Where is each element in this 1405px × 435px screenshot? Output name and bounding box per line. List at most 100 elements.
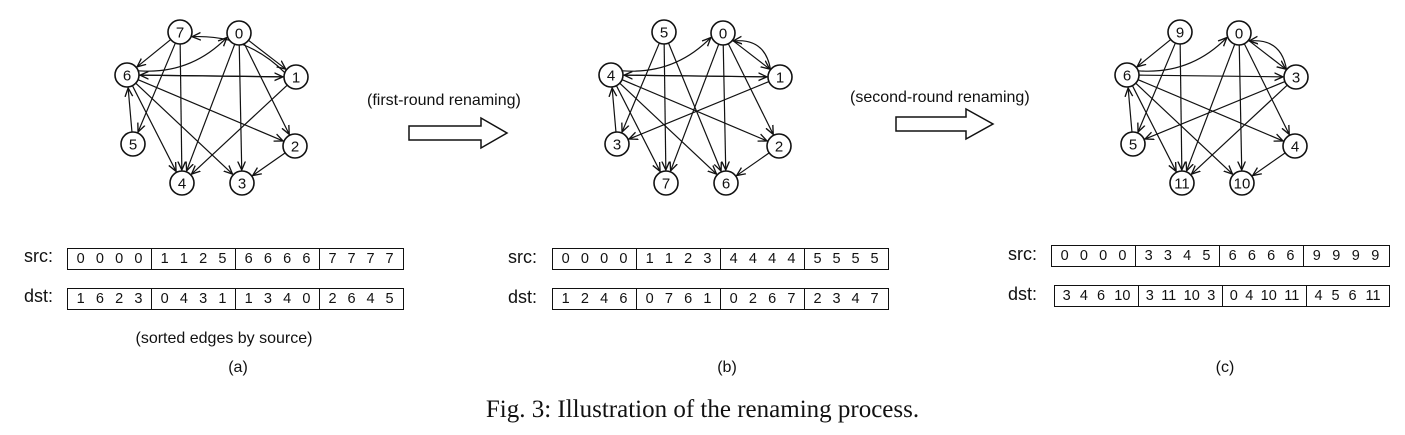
graph-edge (1137, 79, 1283, 141)
graph-node-label: 5 (1129, 137, 1137, 154)
graph-node-label: 6 (123, 68, 131, 85)
graph-edge (612, 88, 616, 133)
panel-label-a: (a) (228, 359, 248, 376)
graph-node: 6 (1114, 62, 1140, 88)
graph-edge (135, 82, 233, 174)
graph-edge (239, 44, 242, 170)
graph-edge (1128, 88, 1132, 133)
graph-node-label: 6 (722, 176, 730, 193)
graph-edge (192, 84, 288, 174)
graph-edge (622, 38, 711, 72)
first-round-label: (first-round renaming) (367, 92, 521, 109)
src-label-b: src: (508, 247, 537, 267)
graph-edge (1138, 38, 1227, 72)
graph-edge (1192, 84, 1288, 174)
graph-node-label: 3 (1292, 70, 1300, 87)
graph-edge (615, 85, 660, 172)
graph-edge (723, 44, 726, 170)
graph-a: 7 0 6 1 5 2 4 3 (114, 19, 309, 196)
graph-edge (664, 43, 666, 170)
graph-edge (1249, 41, 1288, 70)
graph-node-label: 7 (662, 176, 670, 193)
graph-node: 2 (766, 133, 792, 159)
graph-edge (187, 44, 236, 171)
graph-node: 1 (283, 64, 309, 90)
graph-edge (732, 39, 769, 69)
graph-node: 9 (1167, 19, 1193, 45)
graph-edge (629, 81, 770, 139)
graph-node: 11 (1169, 170, 1195, 196)
graph-node-label: 3 (238, 176, 246, 193)
graph-node: 6 (713, 170, 739, 196)
graph-node: 4 (1282, 133, 1308, 159)
graph-node-label: 0 (1235, 26, 1243, 43)
graph-edge (138, 38, 227, 72)
graph-edge (128, 88, 132, 133)
src-label-c: src: (1008, 244, 1037, 264)
graph-node-label: 7 (176, 25, 184, 42)
graph-node-label: 2 (775, 139, 783, 156)
graph-edge (671, 44, 720, 171)
graph-edge (243, 43, 289, 135)
graph-edge (1131, 85, 1176, 172)
graph-node: 1 (767, 64, 793, 90)
graph-edge (737, 152, 770, 176)
graph-node: 4 (598, 62, 624, 88)
graph-edge (733, 41, 772, 70)
graph-edge (1239, 44, 1242, 170)
src-label-a: src: (24, 246, 53, 266)
graph-edge (131, 85, 176, 172)
graph-edge (621, 79, 767, 141)
graph-node-label: 1 (292, 70, 300, 87)
graph-node: 0 (1226, 20, 1252, 46)
panel-label-c: (c) (1215, 359, 1235, 376)
graph-node-label: 11 (1174, 176, 1190, 193)
graph-edge (1145, 81, 1286, 139)
graph-node: 5 (120, 131, 146, 157)
graph-node: 0 (710, 20, 736, 46)
graph-node: 0 (226, 20, 252, 46)
dst-label-c: dst: (1008, 284, 1038, 304)
graph-node-label: 4 (178, 176, 186, 193)
graph-edge (1180, 43, 1182, 170)
renaming-arrow-1 (408, 116, 509, 150)
dst-label-a: dst: (24, 286, 54, 306)
second-round-label: (second-round renaming) (850, 89, 1030, 106)
graph-node-label: 4 (607, 68, 615, 85)
graph-edge (138, 75, 283, 77)
graph-node-label: 6 (1123, 68, 1131, 85)
graph-node: 3 (1283, 64, 1309, 90)
graph-node: 7 (167, 19, 193, 45)
graph-edge (137, 39, 172, 67)
graph-node: 2 (282, 133, 308, 159)
graph-edge (1187, 44, 1236, 171)
figure-caption: Fig. 3: Illustration of the renaming pro… (485, 396, 920, 423)
graph-edge (1135, 82, 1233, 174)
graph-edge (1253, 152, 1286, 176)
graph-node-label: 5 (129, 137, 137, 154)
graph-edge (619, 82, 717, 174)
